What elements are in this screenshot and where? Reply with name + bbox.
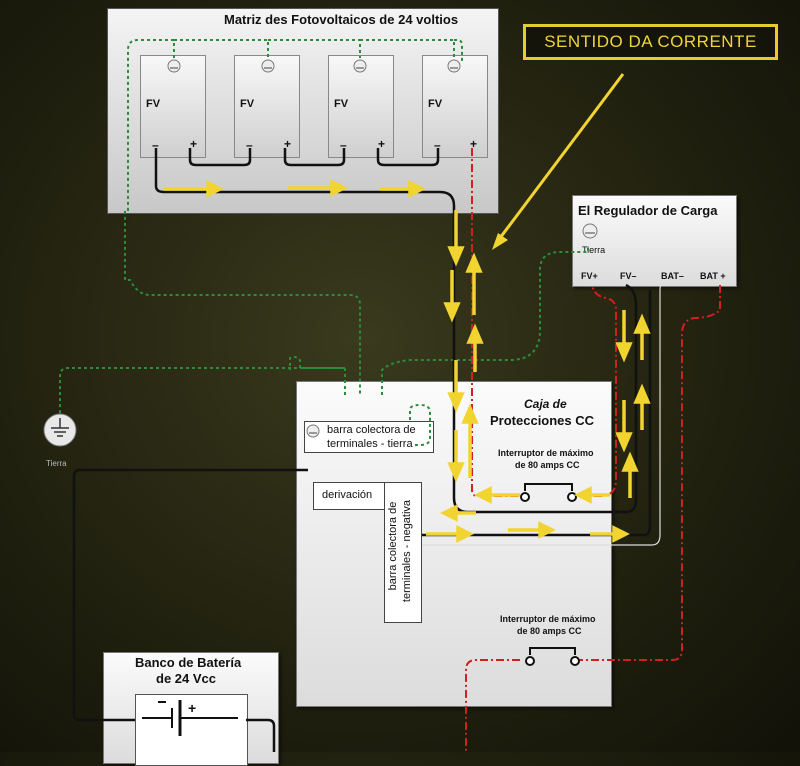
breaker-1-symbol (520, 483, 577, 502)
pv-module-4-label: FV (428, 98, 443, 110)
pv-module-2-plus: + (284, 137, 292, 151)
current-arrows (164, 179, 651, 543)
current-direction-text: SENTIDO DA CORRENTE (544, 32, 757, 51)
arrow-right-3 (380, 180, 426, 198)
pv-module-4-minus: – (434, 138, 441, 152)
pv-module-3-label: FV (334, 98, 349, 110)
arrow-left-1 (474, 486, 520, 504)
arrow-up-4 (621, 451, 639, 498)
protection-box-title-line1: Caja de (524, 397, 567, 411)
arrow-up-5 (633, 383, 651, 430)
arrow-down-2 (443, 270, 461, 323)
callout-pointer (492, 73, 625, 250)
arrow-left-2 (574, 486, 610, 504)
regulator-terminal-bat-minus: BAT– (661, 271, 684, 281)
pv-array-title: Matriz des Fotovoltaicos de 24 voltios (224, 12, 459, 27)
regulator-terminal-pv-plus: FV+ (581, 271, 598, 281)
pv-module-1-minus: – (152, 138, 159, 152)
arrow-up-2 (466, 323, 484, 372)
battery-plus-label: + (188, 700, 197, 716)
breaker-2-label-line1: Interruptor de máximo (500, 614, 596, 624)
pv-module-3-plus: + (378, 137, 386, 151)
ground-busbar-text-line2: terminales - tierra (327, 438, 413, 450)
arrow-right-4 (426, 525, 474, 543)
arrow-up-1 (465, 252, 483, 315)
positive-wires (465, 148, 721, 752)
breaker-1-label-line1: Interruptor de máximo (498, 448, 594, 458)
regulator-title: El Regulador de Carga (578, 203, 718, 218)
ground-wires (59, 39, 589, 446)
shunt-label: derivación (322, 489, 373, 501)
arrow-right-1 (164, 180, 224, 198)
arrow-down-3 (447, 360, 465, 413)
arrow-right-5 (508, 521, 556, 539)
shunt-box (313, 482, 385, 510)
arrow-right-2 (288, 179, 348, 197)
pv-module-3-minus: – (340, 138, 347, 152)
breaker-1-label-line2: de 80 amps CC (515, 460, 580, 470)
ground-busbar (304, 421, 434, 453)
battery-title-line2: de 24 Vcc (156, 671, 216, 686)
arrow-down-5 (615, 310, 633, 363)
arrow-up-6 (633, 313, 651, 360)
arrow-down-6 (615, 400, 633, 453)
ground-symbol-label: Tierra (46, 459, 67, 468)
negative-wires (72, 148, 652, 752)
arrow-down-4 (447, 430, 465, 483)
regulator-ground-label: Tierra (582, 245, 606, 255)
arrow-down-1 (447, 210, 465, 267)
breaker-2-label-line2: de 80 amps CC (517, 626, 582, 636)
ground-busbar-text-line1: barra colectora de (327, 424, 416, 436)
regulator-terminal-bat-plus: BAT + (700, 271, 726, 281)
pv-module-1-plus: + (190, 137, 198, 151)
pv-ground-icons (167, 59, 598, 438)
battery-title-line1: Banco de Batería (135, 655, 242, 670)
ground-symbol-icon (43, 413, 77, 447)
breaker-2-symbol (525, 647, 580, 666)
current-direction-callout: SENTIDO DA CORRENTE (523, 24, 778, 60)
pv-module-1-label: FV (146, 98, 161, 110)
pv-module-4-plus: + (470, 137, 478, 151)
battery-cell-symbol (142, 700, 238, 736)
pv-module-2-minus: – (246, 138, 253, 152)
arrow-up-3 (461, 403, 479, 478)
pv-module-2-label: FV (240, 98, 255, 110)
regulator-terminal-pv-minus: FV– (620, 271, 637, 281)
arrow-right-6 (590, 525, 630, 543)
charge-regulator (572, 195, 737, 287)
negative-busbar (384, 482, 422, 623)
protection-box-title-line2: Protecciones CC (490, 413, 595, 428)
arrow-left-3 (440, 504, 476, 522)
